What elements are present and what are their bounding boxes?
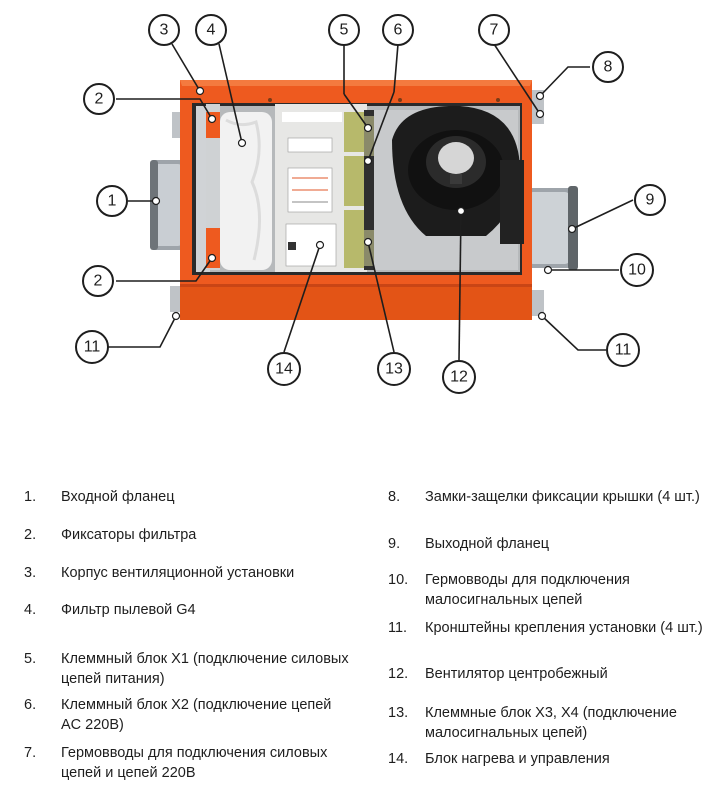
callout-9: 9 — [634, 184, 666, 216]
callout-11-right: 11 — [606, 333, 640, 367]
svg-text:5: 5 — [340, 22, 349, 39]
inlet-flange — [150, 160, 188, 250]
svg-text:2: 2 — [95, 91, 104, 108]
svg-text:12: 12 — [450, 369, 468, 386]
callout-14: 14 — [267, 352, 301, 386]
svg-text:13: 13 — [385, 361, 403, 378]
callout-4: 4 — [195, 14, 227, 46]
svg-text:11: 11 — [84, 339, 101, 356]
svg-text:6: 6 — [394, 22, 403, 39]
svg-text:9: 9 — [646, 192, 655, 209]
centrifugal-fan — [392, 105, 524, 244]
callout-5: 5 — [328, 14, 360, 46]
leader-lines — [108, 43, 634, 361]
svg-text:3: 3 — [160, 22, 169, 39]
callout-6: 6 — [382, 14, 414, 46]
callout-7: 7 — [478, 14, 510, 46]
svg-text:10: 10 — [628, 262, 646, 279]
filter-section — [196, 104, 272, 272]
svg-text:14: 14 — [275, 361, 293, 378]
unit-diagram: 1 2 2 3 4 5 6 7 8 9 10 11 11 12 13 14 — [75, 14, 666, 394]
callout-10: 10 — [620, 253, 654, 287]
svg-text:8: 8 — [604, 59, 613, 76]
svg-text:1: 1 — [108, 193, 117, 210]
svg-text:7: 7 — [490, 22, 499, 39]
right-bracket-bottom — [530, 290, 544, 316]
callout-3: 3 — [148, 14, 180, 46]
callout-8: 8 — [592, 51, 624, 83]
callout-2-top: 2 — [83, 83, 115, 115]
callout-12: 12 — [442, 360, 476, 394]
callout-11-left: 11 — [75, 330, 109, 364]
leader-dots — [151, 86, 577, 321]
callout-2-bottom: 2 — [82, 265, 114, 297]
callout-13: 13 — [377, 352, 411, 386]
callout-1: 1 — [96, 185, 128, 217]
svg-text:2: 2 — [94, 273, 103, 290]
svg-text:4: 4 — [207, 22, 216, 39]
svg-text:11: 11 — [615, 342, 632, 359]
